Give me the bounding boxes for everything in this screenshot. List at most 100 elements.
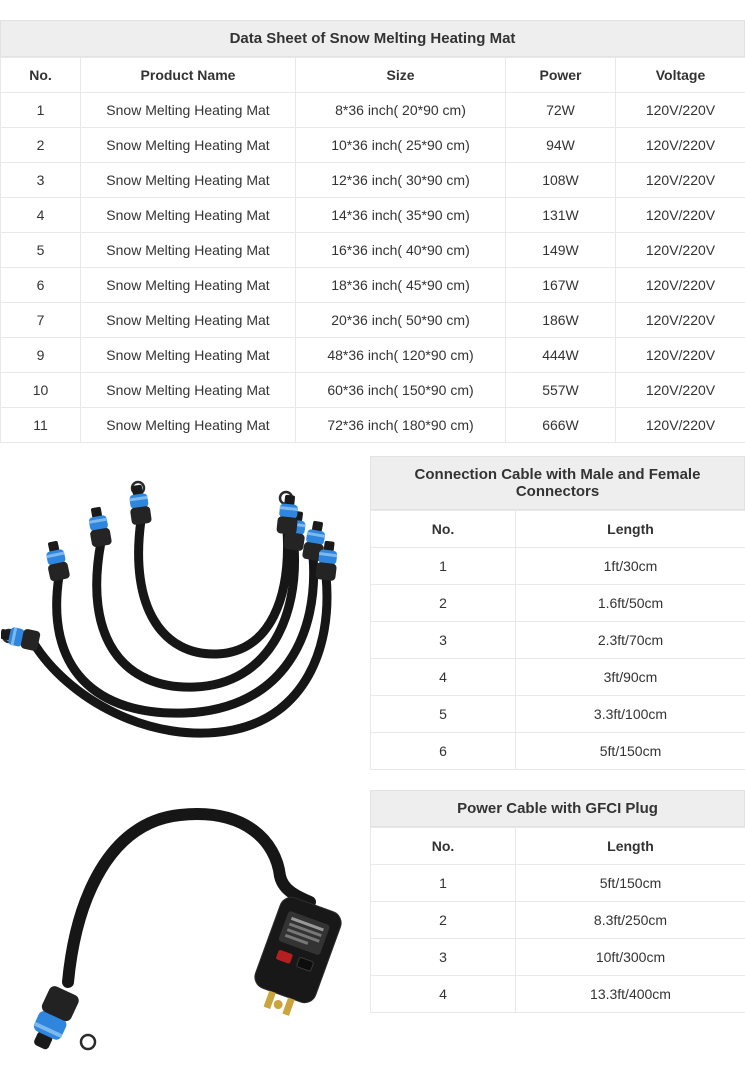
cell-power: 557W — [506, 373, 616, 408]
cell-size: 12*36 inch( 30*90 cm) — [296, 163, 506, 198]
cell-no: 2 — [371, 585, 516, 622]
cell-voltage: 120V/220V — [616, 268, 745, 303]
cell-length: 2.3ft/70cm — [516, 622, 745, 659]
cell-power: 666W — [506, 408, 616, 443]
cell-product-name: Snow Melting Heating Mat — [81, 93, 296, 128]
col-header-length: Length — [516, 828, 745, 865]
cell-no: 9 — [1, 338, 81, 373]
cell-power: 186W — [506, 303, 616, 338]
connection-cables-photo-graphic — [1, 458, 369, 768]
cell-no: 1 — [371, 548, 516, 585]
cell-no: 10 — [1, 373, 81, 408]
cell-size: 10*36 inch( 25*90 cm) — [296, 128, 506, 163]
cell-length: 13.3ft/400cm — [516, 976, 745, 1013]
connection-table-block: Connection Cable with Male and Female Co… — [370, 456, 745, 770]
table-row: 1 Snow Melting Heating Mat 8*36 inch( 20… — [1, 93, 745, 128]
cell-product-name: Snow Melting Heating Mat — [81, 303, 296, 338]
cell-length: 5ft/150cm — [516, 733, 745, 770]
table-row: 2 1.6ft/50cm — [371, 585, 745, 622]
cell-product-name: Snow Melting Heating Mat — [81, 373, 296, 408]
main-table-header-row: No. Product Name Size Power Voltage — [1, 58, 745, 93]
cell-size: 48*36 inch( 120*90 cm) — [296, 338, 506, 373]
cell-no: 4 — [371, 976, 516, 1013]
cell-voltage: 120V/220V — [616, 338, 745, 373]
cell-voltage: 120V/220V — [616, 233, 745, 268]
cell-voltage: 120V/220V — [616, 128, 745, 163]
cell-no: 7 — [1, 303, 81, 338]
cell-power: 94W — [506, 128, 616, 163]
table-row: 3 10ft/300cm — [371, 939, 745, 976]
cell-length: 1ft/30cm — [516, 548, 745, 585]
table-row: 3 Snow Melting Heating Mat 12*36 inch( 3… — [1, 163, 745, 198]
cell-no: 3 — [371, 939, 516, 976]
cell-length: 10ft/300cm — [516, 939, 745, 976]
col-header-length: Length — [516, 511, 745, 548]
connection-cable-section: Connection Cable with Male and Female Co… — [0, 456, 745, 770]
cell-product-name: Snow Melting Heating Mat — [81, 198, 296, 233]
cell-no: 5 — [1, 233, 81, 268]
table-row: 9 Snow Melting Heating Mat 48*36 inch( 1… — [1, 338, 745, 373]
cell-no: 4 — [1, 198, 81, 233]
connection-table: No. Length 1 1ft/30cm 2 1.6ft/50cm 3 — [370, 510, 745, 770]
cell-product-name: Snow Melting Heating Mat — [81, 268, 296, 303]
cell-no: 3 — [371, 622, 516, 659]
cell-voltage: 120V/220V — [616, 198, 745, 233]
cell-size: 18*36 inch( 45*90 cm) — [296, 268, 506, 303]
cell-no: 6 — [371, 733, 516, 770]
connection-table-header-row: No. Length — [371, 511, 745, 548]
cell-size: 14*36 inch( 35*90 cm) — [296, 198, 506, 233]
main-table-title: Data Sheet of Snow Melting Heating Mat — [0, 20, 745, 57]
connection-table-title: Connection Cable with Male and Female Co… — [370, 456, 745, 510]
cell-no: 3 — [1, 163, 81, 198]
cell-length: 1.6ft/50cm — [516, 585, 745, 622]
gfci-cable-section: Power Cable with GFCI Plug No. Length 1 … — [0, 790, 745, 1058]
table-row: 7 Snow Melting Heating Mat 20*36 inch( 5… — [1, 303, 745, 338]
table-row: 2 8.3ft/250cm — [371, 902, 745, 939]
cell-no: 2 — [1, 128, 81, 163]
cell-no: 1 — [1, 93, 81, 128]
cell-power: 131W — [506, 198, 616, 233]
cell-size: 60*36 inch( 150*90 cm) — [296, 373, 506, 408]
cell-no: 1 — [371, 865, 516, 902]
table-row: 11 Snow Melting Heating Mat 72*36 inch( … — [1, 408, 745, 443]
cell-power: 149W — [506, 233, 616, 268]
table-row: 10 Snow Melting Heating Mat 60*36 inch( … — [1, 373, 745, 408]
gfci-table-block: Power Cable with GFCI Plug No. Length 1 … — [370, 790, 745, 1013]
col-header-product-name: Product Name — [81, 58, 296, 93]
cell-power: 167W — [506, 268, 616, 303]
cell-no: 5 — [371, 696, 516, 733]
gfci-cable-photo-graphic — [10, 790, 360, 1058]
col-header-no: No. — [371, 511, 516, 548]
connection-cables-photo — [0, 458, 370, 768]
gfci-table-header-row: No. Length — [371, 828, 745, 865]
table-row: 2 Snow Melting Heating Mat 10*36 inch( 2… — [1, 128, 745, 163]
cell-voltage: 120V/220V — [616, 163, 745, 198]
cell-voltage: 120V/220V — [616, 373, 745, 408]
cell-no: 4 — [371, 659, 516, 696]
cell-product-name: Snow Melting Heating Mat — [81, 338, 296, 373]
cell-length: 3.3ft/100cm — [516, 696, 745, 733]
cell-length: 8.3ft/250cm — [516, 902, 745, 939]
cell-voltage: 120V/220V — [616, 93, 745, 128]
cell-size: 16*36 inch( 40*90 cm) — [296, 233, 506, 268]
cell-length: 3ft/90cm — [516, 659, 745, 696]
cell-power: 72W — [506, 93, 616, 128]
main-table-section: Data Sheet of Snow Melting Heating Mat N… — [0, 20, 745, 443]
gfci-table: No. Length 1 5ft/150cm 2 8.3ft/250cm 3 — [370, 827, 745, 1013]
table-row: 6 5ft/150cm — [371, 733, 745, 770]
table-row: 6 Snow Melting Heating Mat 18*36 inch( 4… — [1, 268, 745, 303]
cell-no: 6 — [1, 268, 81, 303]
col-header-power: Power — [506, 58, 616, 93]
table-row: 1 5ft/150cm — [371, 865, 745, 902]
cell-product-name: Snow Melting Heating Mat — [81, 233, 296, 268]
col-header-no: No. — [1, 58, 81, 93]
cell-size: 8*36 inch( 20*90 cm) — [296, 93, 506, 128]
table-row: 5 3.3ft/100cm — [371, 696, 745, 733]
cell-size: 20*36 inch( 50*90 cm) — [296, 303, 506, 338]
cell-no: 11 — [1, 408, 81, 443]
gfci-table-title: Power Cable with GFCI Plug — [370, 790, 745, 827]
cell-voltage: 120V/220V — [616, 408, 745, 443]
table-row: 4 13.3ft/400cm — [371, 976, 745, 1013]
cell-power: 108W — [506, 163, 616, 198]
